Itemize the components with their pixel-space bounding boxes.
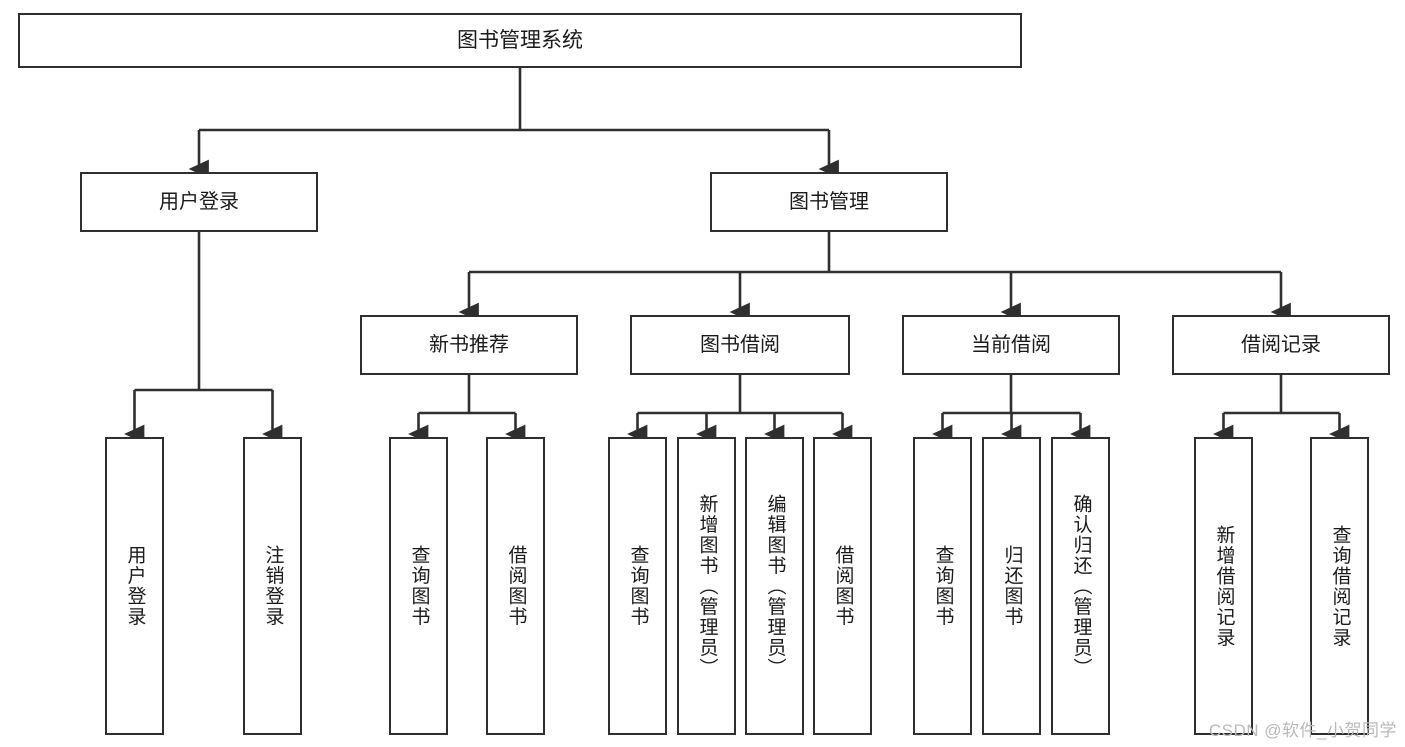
leaf-node-node-12-查询借阅记录-label: 查询借阅记录 (1329, 524, 1351, 648)
level2-node-用户登录[interactable]: 用户登录 (80, 172, 318, 232)
leaf-node-node-3-借阅图书[interactable]: 借阅图书 (486, 437, 545, 735)
leaf-node-node-6-编辑图书管理员-label: 编辑图书（管理员） (764, 493, 786, 679)
leaf-node-node-0-用户登录-label: 用户登录 (124, 545, 146, 627)
leaf-node-node-7-借阅图书[interactable]: 借阅图书 (813, 437, 872, 735)
leaf-node-node-2-查询图书-label: 查询图书 (408, 545, 430, 627)
level3-node-图书借阅[interactable]: 图书借阅 (630, 315, 850, 375)
leaf-node-node-5-新增图书管理员[interactable]: 新增图书（管理员） (677, 437, 736, 735)
leaf-node-node-10-确认归还管理员[interactable]: 确认归还（管理员） (1051, 437, 1110, 735)
leaf-node-node-2-查询图书[interactable]: 查询图书 (389, 437, 448, 735)
root-node-图书管理系统[interactable]: 图书管理系统 (18, 13, 1022, 68)
leaf-node-node-3-借阅图书-label: 借阅图书 (505, 545, 527, 627)
leaf-node-node-11-新增借阅记录[interactable]: 新增借阅记录 (1194, 437, 1253, 735)
level2-node-图书管理[interactable]: 图书管理 (710, 172, 948, 232)
leaf-node-node-1-注销登录[interactable]: 注销登录 (243, 437, 302, 735)
leaf-node-node-0-用户登录[interactable]: 用户登录 (105, 437, 164, 735)
csdn-watermark: CSDN @软件_小贺同学 (1208, 721, 1397, 740)
leaf-node-node-9-归还图书[interactable]: 归还图书 (982, 437, 1041, 735)
leaf-node-node-6-编辑图书管理员[interactable]: 编辑图书（管理员） (745, 437, 804, 735)
level3-node-借阅记录-label: 借阅记录 (1241, 333, 1321, 356)
level2-node-用户登录-label: 用户登录 (159, 190, 239, 213)
leaf-node-node-4-查询图书-label: 查询图书 (627, 545, 649, 627)
level3-node-当前借阅[interactable]: 当前借阅 (902, 315, 1120, 375)
level3-node-当前借阅-label: 当前借阅 (971, 333, 1051, 356)
leaf-node-node-8-查询图书[interactable]: 查询图书 (913, 437, 972, 735)
leaf-node-node-12-查询借阅记录[interactable]: 查询借阅记录 (1310, 437, 1369, 735)
level3-node-图书借阅-label: 图书借阅 (700, 333, 780, 356)
leaf-node-node-11-新增借阅记录-label: 新增借阅记录 (1213, 524, 1235, 648)
level3-node-新书推荐-label: 新书推荐 (429, 333, 509, 356)
leaf-node-node-8-查询图书-label: 查询图书 (932, 545, 954, 627)
leaf-node-node-1-注销登录-label: 注销登录 (262, 545, 284, 627)
leaf-node-node-10-确认归还管理员-label: 确认归还（管理员） (1070, 493, 1092, 679)
leaf-node-node-4-查询图书[interactable]: 查询图书 (608, 437, 667, 735)
leaf-node-node-5-新增图书管理员-label: 新增图书（管理员） (696, 493, 718, 679)
root-node-图书管理系统-label: 图书管理系统 (457, 28, 583, 52)
leaf-node-node-9-归还图书-label: 归还图书 (1001, 545, 1023, 627)
leaf-node-node-7-借阅图书-label: 借阅图书 (832, 545, 854, 627)
level2-node-图书管理-label: 图书管理 (789, 190, 869, 213)
level3-node-借阅记录[interactable]: 借阅记录 (1172, 315, 1390, 375)
level3-node-新书推荐[interactable]: 新书推荐 (360, 315, 578, 375)
